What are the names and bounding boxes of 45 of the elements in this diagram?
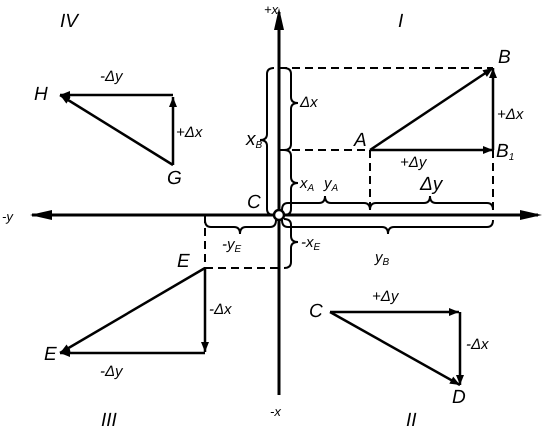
coordinate-label: x$_{B}$ [246,130,262,153]
point-label: D [452,388,466,408]
point-label: A [354,131,367,151]
edge-label: +Δy [372,287,398,307]
vector-arrow [60,91,173,99]
edge-label: +Δx [497,105,524,125]
coordinate-label: y$_{A}$ [324,174,338,196]
axis-label: -y [2,208,13,226]
quadrant-label: I [398,12,404,32]
vector-arrow [370,146,493,154]
vector-arrow [60,349,205,357]
edge-label: -Δy [100,362,123,382]
vector-arrow [59,266,206,354]
quadrant-label: IV [60,12,78,32]
point-label: C [309,302,323,322]
edge-label: +Δy [400,153,426,173]
vector-arrow [169,97,177,165]
coordinate-label: -x$_{E}$ [301,233,320,255]
point-label: E [177,252,190,272]
coordinate-label: y$_{B}$ [375,248,390,270]
edge-label: -Δx [209,300,232,320]
coordinate-label: x$_{A}$ [300,174,314,196]
axis-label: -x [270,403,281,421]
point-label: B$_{1}$ [496,142,514,168]
vector-arrow [201,268,209,352]
edge-label: -Δy [100,67,123,87]
edge-label: +Δx [176,123,202,143]
vector-arrow [489,68,497,150]
quadrant-label: II [406,411,417,431]
vector-arrow [330,308,459,316]
coordinate-label: -y$_{E}$ [222,235,242,257]
point-label: G [167,169,182,189]
coordinate-label: Δx [300,93,318,113]
point-label: B [498,48,511,68]
vector-arrow [369,66,494,152]
point-label: E [44,345,57,365]
vector-arrow [456,312,464,385]
quadrant-label: III [101,411,117,431]
vector-arrow [59,94,174,166]
coordinate-label: Δy [420,175,442,195]
axis-label: +x [264,1,278,19]
edge-label: -Δx [466,335,489,355]
point-label: H [34,85,48,105]
vector-arrow [329,310,461,386]
origin-label: C [247,193,261,213]
